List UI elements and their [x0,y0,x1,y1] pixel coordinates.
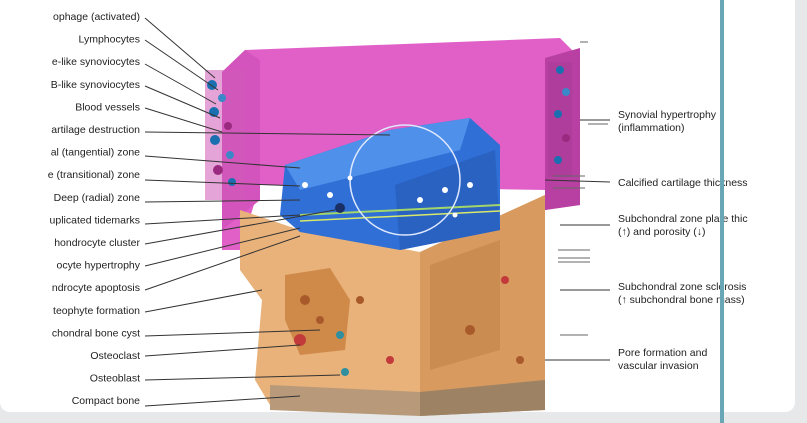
left-label: artilage destruction [51,124,140,136]
left-label: Blood vessels [75,101,140,113]
left-label: teophyte formation [53,305,140,317]
divider-bar [720,0,724,423]
right-label: (inflammation) [618,122,685,134]
left-label: chondral bone cyst [52,327,140,339]
right-label: Pore formation and [618,347,707,359]
left-label: ocyte hypertrophy [57,260,141,272]
left-label: Lymphocytes [79,34,140,46]
left-label: Osteoclast [90,350,140,362]
right-labels: Synovial hypertrophy(inflammation) Calcif… [618,109,748,372]
left-label: ndrocyte apoptosis [52,282,140,294]
left-label: ophage (activated) [53,11,140,23]
right-label: (↑ subchondral bone mass) [618,294,745,306]
right-label: vascular invasion [618,360,699,372]
left-label: uplicated tidemarks [50,214,140,226]
left-label: Compact bone [72,395,140,407]
left-label: Deep (radial) zone [54,192,141,204]
right-label: Synovial hypertrophy [618,109,717,121]
left-label: hondrocyte cluster [54,237,140,249]
left-label: B-like synoviocytes [51,79,140,91]
left-label: al (tangential) zone [51,147,140,159]
left-label: e (transitional) zone [48,169,140,181]
left-label: Osteoblast [90,373,140,385]
left-label: e-like synoviocytes [52,56,140,68]
left-labels: ophage (activated) Lymphocytes e-like syno… [48,11,141,407]
right-label: Calcified cartilage thickness [618,177,748,189]
right-label: Subchondral zone sclerosis [618,281,746,293]
right-label: Subchondral zone plate thic [618,213,748,225]
right-label: (↑) and porosity (↓) [618,226,706,238]
